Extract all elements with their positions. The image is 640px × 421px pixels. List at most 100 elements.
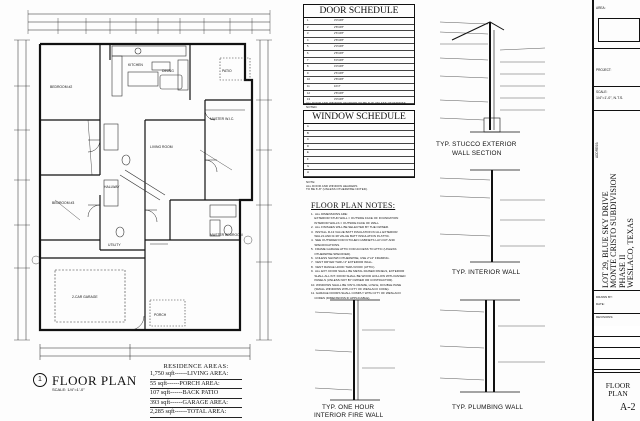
- tb-address-line: WESLACO, TEXAS: [626, 218, 636, 288]
- door-schedule-row: 6 2'8"x6'8": [304, 51, 414, 58]
- detail-number-bubble: 1: [33, 373, 47, 387]
- door-schedule-rows: 1 3'0"x6'8" 2 2'8"x6'8" 3 2'6"x6'8" 4 2'8"x6'8"…: [304, 18, 414, 104]
- door-size: 2'8"x6'8": [334, 91, 344, 95]
- window-schedule-row: D: [304, 144, 414, 151]
- door-schedule-row: 12 2'8"x6'8": [304, 91, 414, 98]
- tb-drawn-label: DRAWN BY:: [596, 295, 613, 299]
- tb-project-label: PROJECT:: [596, 68, 612, 72]
- window-note-line: TO BE 6'-8" (UNLESS OTHERWISE NOTED).: [306, 187, 368, 192]
- room-master-wic: MASTER W.I.C.: [210, 117, 234, 121]
- floor-plan-title: FLOOR PLAN: [52, 373, 137, 388]
- tb-sheet-title-line: FLOOR: [605, 381, 631, 390]
- door-mark: 9: [307, 71, 309, 75]
- tb-scale-value: 1/4"=1'-0", N.T.S.: [596, 96, 624, 100]
- floor-plan-note: WALLS AND R-38 VALUE BATT INSULATION IN …: [311, 234, 390, 239]
- floor-plan-note: 8. VENT RANGE HOOD THRU ROOF (ATTIC).: [311, 264, 376, 269]
- floor-plan-notes-list: 1. ALL DIMENSIONS ARE: EXTERIOR STUD WAL…: [311, 212, 421, 300]
- tb-area-cell: AREA:: [594, 0, 640, 49]
- tb-date-label: DATE:: [596, 302, 605, 306]
- room-patio: PATIO: [222, 69, 232, 73]
- floor-plan-note: EXTERIOR STUD WALL = OUTSIDE FACE OF FOU…: [311, 216, 399, 221]
- door-size: 2'8"x6'8": [334, 38, 344, 42]
- floor-plan-note: 6. UNLESS SHOWN OTHERWISE, USE 2"x4" FRA…: [311, 256, 390, 261]
- stucco-section-label: TYP. STUCCO EXTERIOR: [436, 141, 517, 148]
- door-mark: 1: [307, 19, 309, 22]
- room-utility: UTILITY: [108, 243, 121, 247]
- window-schedule-row: B: [304, 131, 414, 138]
- interior-wall-label: TYP. INTERIOR WALL: [452, 269, 521, 276]
- window-schedule-row: E: [304, 150, 414, 157]
- door-size: 2'0"x6'8": [334, 45, 344, 49]
- window-note-line: NOTE:: [306, 180, 316, 184]
- tb-scale-cell: SCALE: 1/4"=1'-0", N.T.S.: [594, 86, 640, 111]
- window-schedule-note: NOTE: ALL DOOR AND WINDOW HEADERS TO BE …: [306, 180, 410, 192]
- door-schedule-note: ALL DOOR AND WINDOW HEADERS TO BE 6'-8" …: [306, 101, 406, 109]
- room-bedroom-2: BEDROOM #2: [50, 85, 72, 89]
- floor-plan-note: INTERIOR WALLS = OUTSIDE FACE OF WALL: [311, 220, 379, 225]
- tb-sheet-number: A-2: [620, 402, 636, 413]
- door-mark: 3: [307, 32, 309, 36]
- door-size: 2'8"x6'8": [334, 51, 344, 55]
- window-schedule-row: F: [304, 157, 414, 164]
- room-garage: 2-CAR GARAGE: [72, 295, 98, 299]
- tb-project-cell: PROJECT:: [594, 48, 640, 87]
- room-bedroom-3: BEDROOM #3: [52, 201, 74, 205]
- tb-sheet-title-line: PLAN: [608, 389, 628, 398]
- floor-plan-note: 4. SEE OUTSIDER FOR KITCHEN CABINETS LAY…: [311, 238, 395, 243]
- window-mark: C: [307, 138, 309, 142]
- fire-wall-label-2: INTERIOR FIRE WALL: [314, 412, 384, 419]
- area-row: 55 sqft------PORCH AREA:: [150, 380, 242, 390]
- tb-revisions-cell: REVISIONS:: [594, 312, 640, 373]
- area-row: 393 sqft------GARAGE AREA:: [150, 399, 242, 409]
- room-living: LIVING ROOM: [150, 145, 173, 149]
- window-mark: D: [307, 144, 309, 148]
- tb-revision-lines: [594, 326, 640, 370]
- door-mark: 6: [307, 51, 309, 55]
- tb-scale-label: SCALE:: [596, 90, 608, 94]
- door-size: 2'8"x6'8": [334, 25, 344, 29]
- floor-plan-note: 1. ALL DIMENSIONS ARE:: [311, 212, 348, 216]
- door-size: 2'6"x6'8": [334, 71, 344, 75]
- door-schedule-row: 10 2'8"x6'8": [304, 77, 414, 84]
- door-size: 2'6"x6'8": [334, 32, 344, 36]
- tb-revisions-label: REVISIONS:: [596, 315, 614, 319]
- door-mark: 11: [307, 84, 310, 88]
- door-mark: 13: [307, 98, 310, 102]
- tb-area-label: AREA:: [596, 6, 606, 10]
- room-hallway: HALLWAY: [104, 185, 120, 189]
- room-kitchen: KITCHEN: [128, 63, 143, 67]
- door-mark: 2: [307, 25, 309, 29]
- door-mark: 4: [307, 38, 309, 42]
- floor-plan-note: CODES (DIMENSIONS IF APPLICABLE).: [311, 295, 371, 300]
- door-schedule-row: 2 2'8"x6'8": [304, 25, 414, 32]
- door-size: 3'0"x6'8": [334, 19, 344, 22]
- fire-wall-label: TYP. ONE HOUR: [322, 404, 375, 411]
- room-dining: DINING: [162, 69, 174, 73]
- window-schedule-row: G: [304, 164, 414, 171]
- window-schedule-row: A: [304, 124, 414, 131]
- window-mark: F: [307, 157, 309, 161]
- door-schedule-row: 1 3'0"x6'8": [304, 18, 414, 25]
- door-size: 2'8"x6'8": [334, 78, 344, 82]
- door-schedule-row: 13 3'0"x6'8": [304, 97, 414, 104]
- window-mark: G: [307, 164, 310, 168]
- door-schedule-row: 3 2'6"x6'8": [304, 31, 414, 38]
- tb-address: LOT 29, BLUE SKY DRIVE MONTE CRISTO SUBD…: [601, 118, 640, 288]
- window-note-line: ALL DOOR AND WINDOW HEADERS: [306, 183, 358, 188]
- area-row: 107 sqft------BACK PATIO: [150, 389, 242, 399]
- door-size: 6'0"x6'8": [334, 58, 344, 62]
- door-mark: 12: [307, 91, 310, 95]
- window-mark: E: [307, 151, 309, 155]
- door-schedule-row: 4 2'8"x6'8": [304, 38, 414, 45]
- door-mark: 10: [307, 78, 310, 82]
- window-schedule-title: WINDOW SCHEDULE: [304, 111, 414, 124]
- door-size: 3'0"x6'8": [334, 98, 344, 102]
- tb-address-label: ADDRESS:: [595, 141, 599, 158]
- tb-drawn-cell: DRAWN BY: DATE:: [594, 290, 640, 314]
- plumbing-wall-label: TYP. PLUMBING WALL: [452, 404, 524, 411]
